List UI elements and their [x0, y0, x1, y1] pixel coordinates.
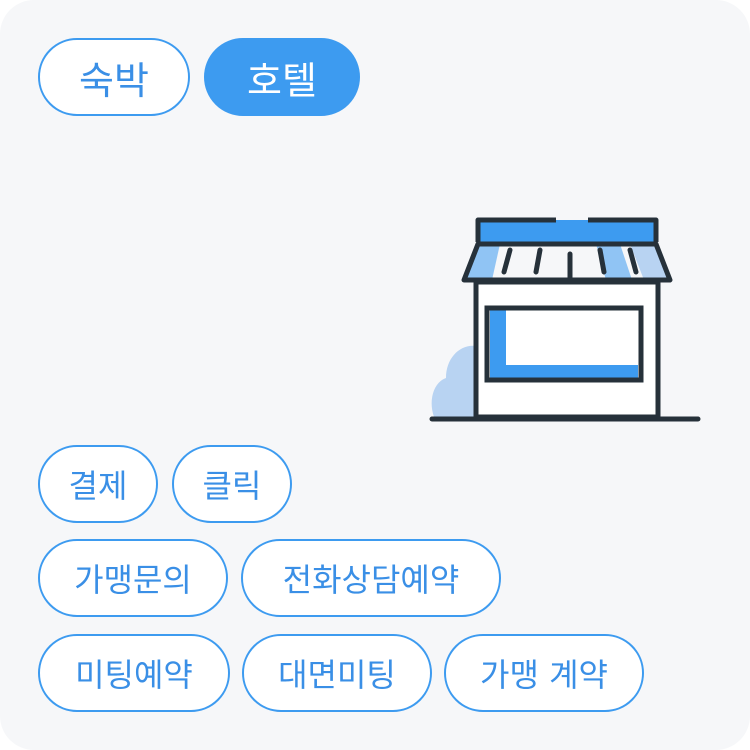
awning-stripe-blue-left — [466, 244, 500, 280]
tag-label: 클릭 — [202, 467, 262, 505]
tag-phone-consultation[interactable]: 전화상담예약 — [241, 539, 501, 617]
storefront-icon — [429, 217, 701, 422]
awning-line — [597, 247, 607, 275]
tag-label: 대면미팅 — [278, 656, 396, 694]
tag-label: 가맹 계약 — [480, 656, 608, 694]
tag-meeting-reservation[interactable]: 미팅예약 — [38, 634, 230, 712]
tag-hotel[interactable]: 호텔 — [204, 38, 360, 116]
window-frame — [484, 305, 644, 383]
tag-label: 숙박 — [79, 58, 149, 103]
tag-label: 미팅예약 — [75, 656, 193, 694]
awning-outline — [461, 241, 673, 283]
tag-franchise-contract[interactable]: 가맹 계약 — [444, 634, 644, 712]
tag-label: 전화상담예약 — [282, 561, 460, 599]
awning-stripe-blue-right2 — [630, 244, 668, 280]
tag-payment[interactable]: 결제 — [38, 445, 158, 523]
awning-line — [501, 247, 513, 275]
bush-shape — [431, 345, 476, 417]
awning-band-outline — [475, 217, 659, 242]
window-blue-edge — [490, 310, 638, 380]
awning-line — [533, 247, 543, 275]
tag-label: 결제 — [68, 467, 128, 505]
awning-band — [478, 220, 656, 242]
tag-label: 호텔 — [247, 58, 317, 103]
tag-franchise-inquiry[interactable]: 가맹문의 — [38, 539, 228, 617]
tag-accommodation[interactable]: 숙박 — [38, 38, 190, 116]
tag-in-person-meeting[interactable]: 대면미팅 — [242, 634, 432, 712]
tag-click[interactable]: 클릭 — [172, 445, 292, 523]
awning-line — [627, 247, 639, 275]
tag-label: 가맹문의 — [74, 561, 192, 599]
